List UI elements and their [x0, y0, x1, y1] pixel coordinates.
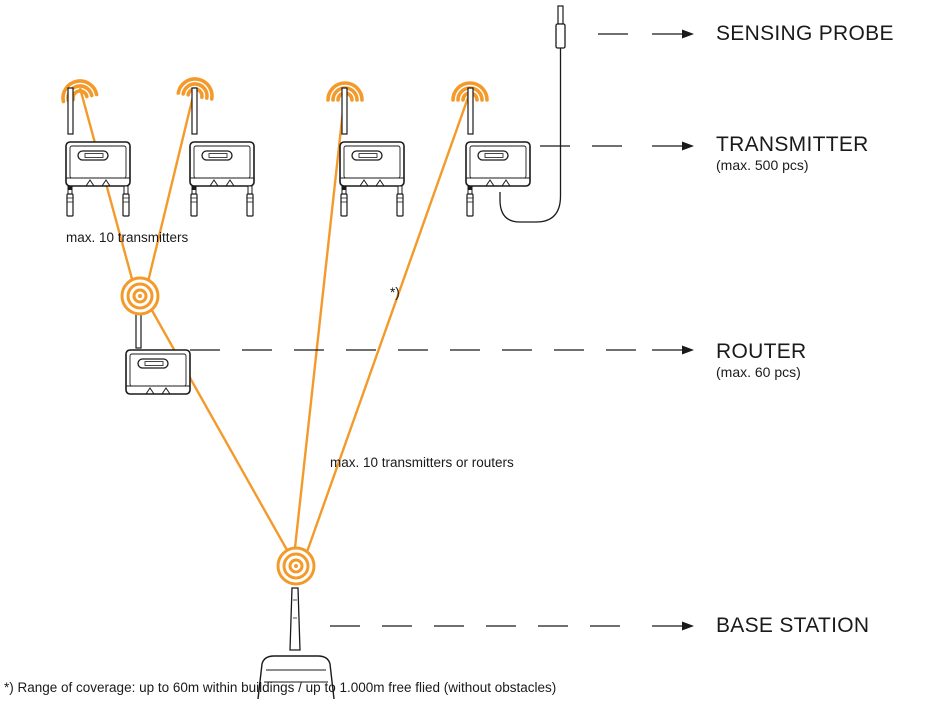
- wifi-arc: [176, 77, 214, 101]
- connector: [192, 186, 196, 190]
- arrow-head: [682, 621, 694, 631]
- link-line: [78, 87, 137, 291]
- target-dot: [138, 294, 142, 298]
- device-housing: [65, 141, 131, 187]
- arrow-head: [682, 345, 694, 355]
- antenna: [191, 87, 198, 135]
- annotation-asterisk: *): [390, 285, 400, 300]
- annotation-max-transmitters: max. 10 transmitters: [66, 230, 189, 245]
- base-lines: [264, 669, 328, 683]
- wifi-arc: [326, 81, 364, 102]
- connector: [468, 186, 472, 190]
- link-line: [143, 297, 298, 567]
- antenna-rings: [293, 599, 297, 619]
- leader-lines: [190, 29, 694, 631]
- base-dome: [257, 655, 335, 700]
- leader-sensing-probe: [598, 29, 694, 39]
- arrow-head: [682, 29, 694, 39]
- arrow-head: [682, 141, 694, 151]
- footnote: *) Range of coverage: up to 60m within b…: [4, 680, 557, 695]
- device-housing: [339, 141, 405, 187]
- connector: [342, 186, 346, 190]
- label-transmitter: TRANSMITTER: [716, 133, 869, 156]
- connector: [68, 186, 72, 190]
- antenna: [67, 87, 74, 135]
- transmitter-device-2: [189, 87, 255, 217]
- base-station-signal-icon: [276, 546, 316, 586]
- probe-tip: [557, 5, 564, 25]
- label-router: ROUTER: [716, 340, 807, 363]
- target-ring: [288, 558, 304, 574]
- base-station-device: [257, 587, 335, 700]
- transmitter-device-1: [65, 87, 131, 217]
- probe-stub: [246, 185, 254, 217]
- transmitter-device-4: [465, 87, 531, 217]
- label-transmitter-max: (max. 500 pcs): [716, 157, 809, 173]
- probe-handle: [555, 23, 566, 49]
- antenna: [341, 87, 348, 135]
- transmitter-device-3: [339, 87, 405, 217]
- target-ring: [282, 552, 310, 580]
- label-sensing-probe: SENSING PROBE: [716, 22, 894, 45]
- link-line: [300, 91, 472, 567]
- label-base-station: BASE STATION: [716, 614, 870, 637]
- probe-cable: [499, 48, 562, 223]
- probe-stub: [396, 185, 404, 217]
- router-signal-icon: [120, 276, 160, 316]
- probe-stub: [340, 185, 348, 217]
- target-ring: [126, 282, 154, 310]
- probe-stub: [66, 185, 74, 217]
- link-line: [291, 91, 347, 567]
- wifi-icon: [61, 79, 99, 104]
- base-antenna: [289, 587, 301, 651]
- annotation-max-transmitters-or-routers: max. 10 transmitters or routers: [330, 455, 514, 470]
- probe-stub: [190, 185, 198, 217]
- leader-router: [190, 345, 694, 355]
- sensing-probe: [499, 5, 566, 223]
- wifi-arc: [71, 89, 89, 102]
- probe-stub: [122, 185, 130, 217]
- label-router-max: (max. 60 pcs): [716, 364, 801, 380]
- leader-transmitter: [540, 141, 694, 151]
- wifi-arc: [451, 81, 489, 102]
- wifi-arc: [61, 79, 99, 104]
- antenna: [467, 87, 474, 135]
- device-housing: [125, 349, 191, 395]
- device-housing: [189, 141, 255, 187]
- target-dot: [294, 564, 298, 568]
- link-lines: [78, 87, 472, 567]
- target-ring: [132, 288, 148, 304]
- probe-stub: [466, 185, 474, 217]
- wifi-arc: [181, 82, 209, 100]
- link-line: [144, 87, 197, 291]
- device-housing: [465, 141, 531, 187]
- leader-base-station: [330, 621, 694, 631]
